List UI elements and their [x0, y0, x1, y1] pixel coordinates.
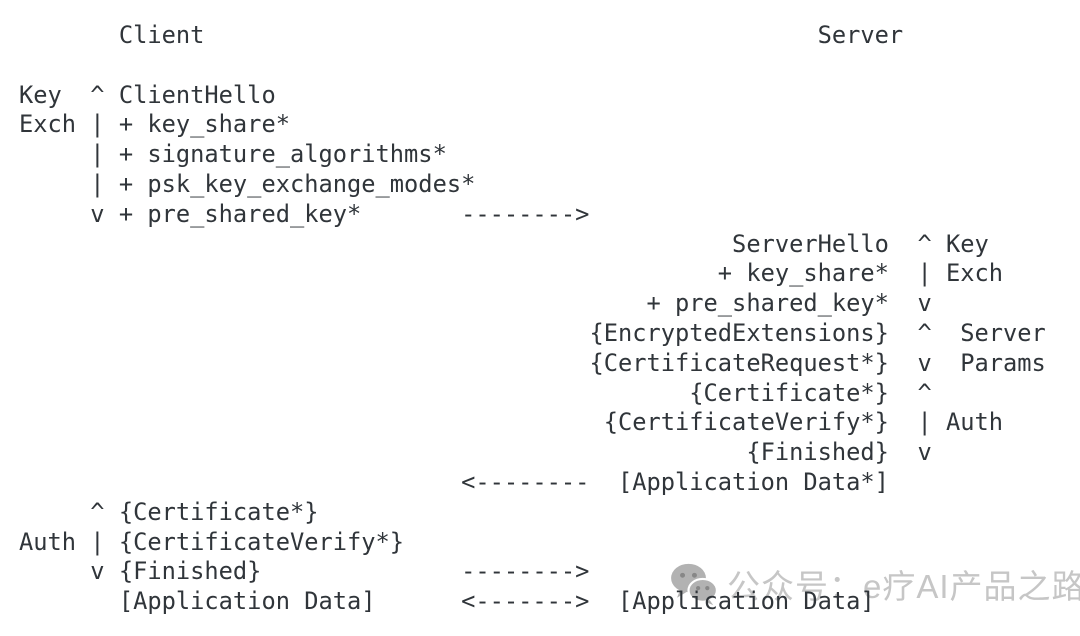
- tls13-handshake-ascii-diagram: Client Server Key ^ ClientHello Exch | +…: [19, 21, 1046, 616]
